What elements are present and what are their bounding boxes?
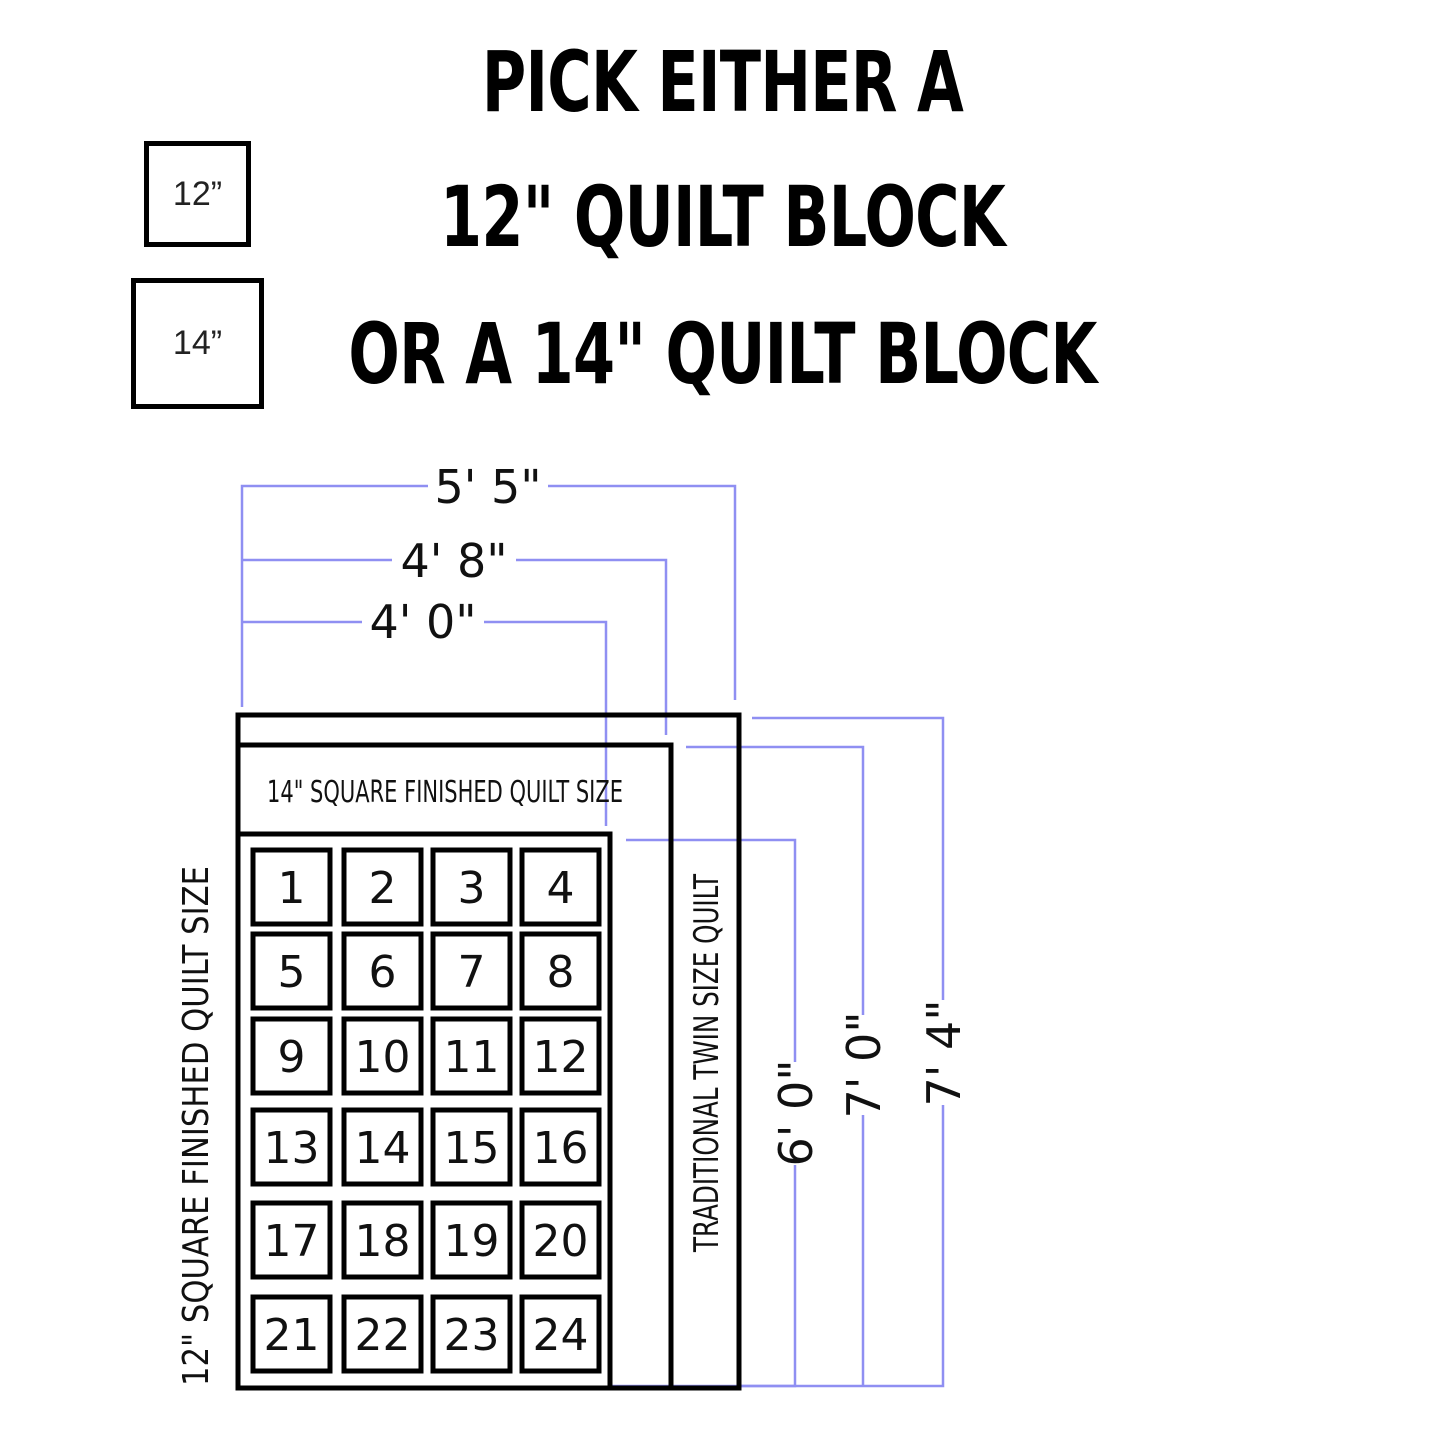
quilt-block-number: 2 — [369, 863, 397, 914]
quilt-block-square — [430, 1016, 513, 1096]
quilt-block-number: 15 — [444, 1123, 500, 1174]
quilt-block-square — [519, 1016, 602, 1096]
quilt-block-number: 22 — [355, 1310, 411, 1361]
quilt-block: 16 — [519, 1107, 602, 1187]
quilt-block-number: 11 — [444, 1032, 500, 1083]
quilt-block-square — [519, 931, 602, 1011]
width-inner-label: 4' 0" — [370, 595, 477, 649]
title-line-1: PICK EITHER A — [481, 33, 964, 131]
quilt-block-number: 6 — [369, 947, 397, 998]
height-line-outer — [740, 716, 945, 1388]
quilt-block-number: 14 — [355, 1123, 411, 1174]
quilt-block-square — [341, 931, 424, 1011]
quilt-block-square — [341, 1200, 424, 1280]
quilt-14-label: 14" SQUARE FINISHED QUILT SIZE — [267, 775, 623, 810]
width-middle-label: 4' 8" — [401, 534, 508, 588]
quilt-block: 22 — [341, 1294, 424, 1374]
quilt-block-square — [430, 1200, 513, 1280]
quilt-block: 4 — [519, 847, 602, 927]
quilt-block-number: 7 — [458, 947, 486, 998]
block-sample-14-label: 14” — [172, 324, 223, 362]
quilt-block-square — [341, 1294, 424, 1374]
title-line-3: OR A 14" QUILT BLOCK — [348, 305, 1097, 403]
quilt-block-square — [519, 1107, 602, 1187]
quilt-block: 14 — [341, 1107, 424, 1187]
quilt-block-square — [250, 1294, 333, 1374]
quilt-block: 20 — [519, 1200, 602, 1280]
block-sample-12: 12” — [144, 141, 251, 247]
quilt-block-square — [430, 931, 513, 1011]
height-inner-label: 6' 0" — [769, 1060, 823, 1167]
quilt-block-number: 18 — [355, 1216, 411, 1267]
quilt-block: 6 — [341, 931, 424, 1011]
quilt-block: 15 — [430, 1107, 513, 1187]
width-line-outer — [240, 484, 737, 707]
quilt-block-square — [341, 847, 424, 927]
quilt-block-number: 13 — [264, 1123, 320, 1174]
quilt-block-square — [519, 1200, 602, 1280]
quilt-block-square — [250, 931, 333, 1011]
quilt-block: 11 — [430, 1016, 513, 1096]
quilt-block-number: 19 — [444, 1216, 500, 1267]
width-outer-label: 5' 5" — [435, 460, 542, 514]
width-line-middle — [242, 558, 668, 735]
height-middle-label: 7' 0" — [837, 1012, 891, 1119]
quilt-block: 23 — [430, 1294, 513, 1374]
quilt-block-number: 1 — [278, 863, 306, 914]
quilt-block-square — [250, 847, 333, 927]
quilt-block: 3 — [430, 847, 513, 927]
quilt-block-number: 12 — [533, 1032, 589, 1083]
quilt-block: 21 — [250, 1294, 333, 1374]
quilt-block: 1 — [250, 847, 333, 927]
quilt-block: 19 — [430, 1200, 513, 1280]
height-line-middle — [686, 745, 865, 1386]
quilt-block: 10 — [341, 1016, 424, 1096]
quilt-block-square — [250, 1107, 333, 1187]
width-line-inner — [242, 620, 608, 826]
quilt-block: 9 — [250, 1016, 333, 1096]
quilt-block-square — [430, 1107, 513, 1187]
quilt-block-number: 17 — [264, 1216, 320, 1267]
quilt-outlines — [235, 712, 742, 1391]
quilt-block: 18 — [341, 1200, 424, 1280]
height-outer-label: 7' 4" — [917, 1000, 971, 1107]
quilt-12-label: 12" SQUARE FINISHED QUILT SIZE — [176, 866, 217, 1386]
twin-quilt-label: TRADITIONAL TWIN SIZE QUILT — [687, 874, 727, 1253]
quilt-block-number: 3 — [458, 863, 486, 914]
quilt-block: 12 — [519, 1016, 602, 1096]
quilt-block: 2 — [341, 847, 424, 927]
title-line-2: 12" QUILT BLOCK — [440, 168, 1006, 266]
quilt-block: 17 — [250, 1200, 333, 1280]
quilt-block-number: 24 — [533, 1310, 589, 1361]
quilt-block-square — [430, 847, 513, 927]
quilt-block-number: 8 — [547, 947, 575, 998]
quilt-block: 13 — [250, 1107, 333, 1187]
quilt-block-number: 5 — [278, 947, 306, 998]
quilt-block: 5 — [250, 931, 333, 1011]
block-sample-14: 14” — [131, 278, 264, 409]
quilt-12-outline — [235, 831, 613, 1391]
quilt-block-number: 21 — [264, 1310, 320, 1361]
quilt-block-square — [430, 1294, 513, 1374]
quilt-block-square — [519, 847, 602, 927]
quilt-block-square — [250, 1016, 333, 1096]
quilt-block-number: 20 — [533, 1216, 589, 1267]
quilt-block-number: 23 — [444, 1310, 500, 1361]
quilt-block-square — [341, 1107, 424, 1187]
quilt-block-square — [519, 1294, 602, 1374]
quilt-block-square — [341, 1016, 424, 1096]
quilt-block: 24 — [519, 1294, 602, 1374]
block-sample-12-label: 12” — [172, 174, 223, 213]
quilt-block: 8 — [519, 931, 602, 1011]
quilt-block-number: 10 — [355, 1032, 411, 1083]
quilt-block-square — [250, 1200, 333, 1280]
quilt-block: 7 — [430, 931, 513, 1011]
quilt-block-number: 4 — [547, 863, 575, 914]
quilt-block-number: 16 — [533, 1123, 589, 1174]
quilt-block-number: 9 — [278, 1032, 306, 1083]
